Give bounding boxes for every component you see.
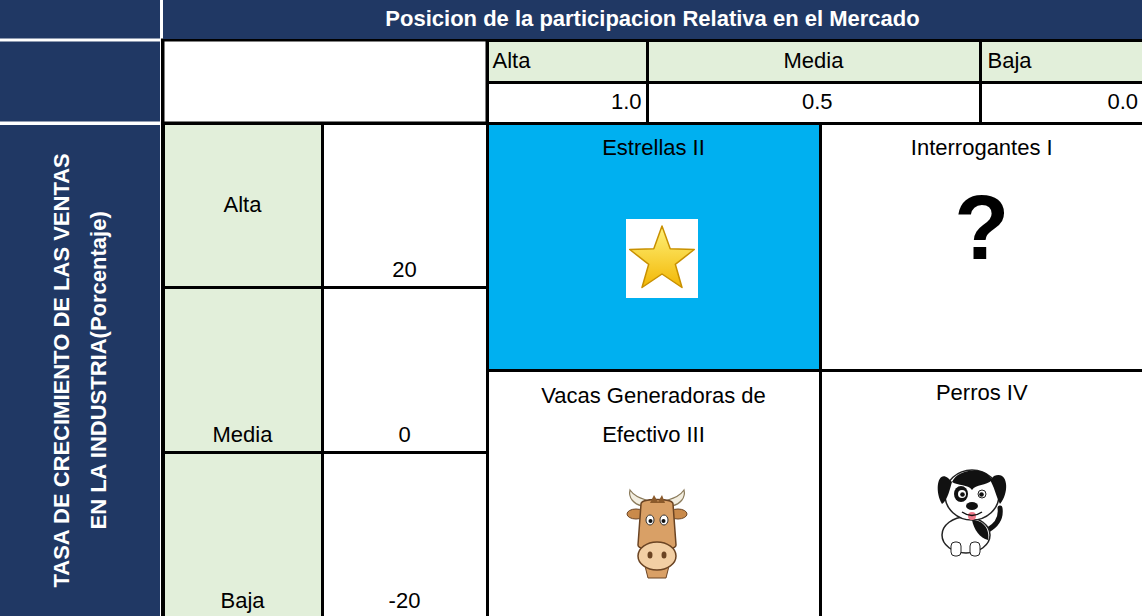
scale-value-cell: 0.0 xyxy=(982,84,1142,122)
quadrant-box: Interrogantes I? xyxy=(822,125,1142,369)
scale-value: 0.5 xyxy=(802,89,833,115)
scale-value-cell: -20 xyxy=(324,454,486,616)
scale-value: 1.0 xyxy=(611,89,642,115)
dog-tongue xyxy=(968,512,976,520)
cow-ear xyxy=(627,509,645,519)
dog-patch xyxy=(972,520,988,540)
cow-eye xyxy=(660,515,668,525)
axis-title-band: Posicion de la participacion Relativa en… xyxy=(163,0,1142,39)
quadrant-box: Estrellas II xyxy=(489,125,819,369)
cow-neck xyxy=(645,566,669,578)
scale-value: 0.0 xyxy=(1107,89,1138,115)
axis-level-cell: Baja xyxy=(982,42,1142,81)
dog-nose xyxy=(966,502,978,510)
dog-leg xyxy=(951,542,961,556)
cow-muzzle xyxy=(638,542,676,570)
quadrant-box: Perros IV xyxy=(822,372,1142,616)
corner-cell xyxy=(0,0,160,39)
cow-horn xyxy=(630,490,646,506)
level-label: Baja xyxy=(220,588,264,614)
star-icon xyxy=(626,219,698,298)
corner-cell xyxy=(0,42,160,122)
level-label: Media xyxy=(784,48,844,74)
cow-eye xyxy=(646,515,654,525)
cow-head xyxy=(638,500,676,551)
question-mark: ? xyxy=(954,183,1009,273)
cow-pupil xyxy=(662,519,666,523)
axis-level-cell: Baja xyxy=(165,454,321,616)
cow-nostril xyxy=(648,552,653,559)
axis-title: Posicion de la participacion Relativa en… xyxy=(385,6,919,32)
level-label: Alta xyxy=(493,48,531,74)
axis-level-cell: Media xyxy=(649,42,979,81)
quadrant-title: Interrogantes I xyxy=(911,135,1053,161)
cow-pupil xyxy=(649,519,653,523)
dog-ear xyxy=(938,476,952,504)
cow-horn xyxy=(668,490,684,506)
level-label: Media xyxy=(213,422,273,448)
dog-eye-patch xyxy=(954,486,968,502)
dog-body xyxy=(942,517,990,553)
scale-value: 20 xyxy=(392,257,416,283)
empty-cell xyxy=(165,42,486,122)
dog-ear xyxy=(990,475,1006,504)
cow-tuft xyxy=(650,495,665,503)
scale-value: 0 xyxy=(398,422,410,448)
cow-ear xyxy=(669,509,687,519)
scale-value-cell: 0 xyxy=(324,289,486,451)
cow-nostril xyxy=(662,552,667,559)
axis-level-cell: Alta xyxy=(165,125,321,286)
dog-head xyxy=(945,470,999,520)
scale-value-cell: 0.5 xyxy=(649,84,979,122)
axis-level-cell: Media xyxy=(165,289,321,451)
quadrant-title: Vacas Generadoras de Efectivo III xyxy=(509,376,799,455)
level-label: Alta xyxy=(224,192,262,218)
dog-eye xyxy=(958,490,966,498)
level-label: Baja xyxy=(988,48,1032,74)
dog-pupil xyxy=(979,492,984,497)
dog-tail xyxy=(988,508,1000,530)
cow-icon xyxy=(627,490,687,578)
scale-value-cell: 1.0 xyxy=(489,84,646,122)
axis-title: TASA DE CRECIMIENTO DE LAS VENTAS EN LA … xyxy=(43,150,118,590)
quadrant-title: Estrellas II xyxy=(602,135,705,161)
dog-leg xyxy=(970,542,980,556)
dog-cap xyxy=(952,470,992,490)
quadrant-box: Vacas Generadoras de Efectivo III xyxy=(489,372,819,616)
dog-mouth xyxy=(962,512,982,516)
dog-eye xyxy=(978,490,986,498)
dog-icon xyxy=(938,470,1007,556)
grid-lines xyxy=(161,39,1142,616)
star-shape xyxy=(630,226,695,288)
scale-value-cell: 20 xyxy=(324,125,486,286)
axis-title-band: TASA DE CRECIMIENTO DE LAS VENTAS EN LA … xyxy=(0,125,160,616)
axis-level-cell: Alta xyxy=(489,42,646,81)
scale-value: -20 xyxy=(389,588,421,614)
dog-pupil xyxy=(960,492,965,497)
icon-ground xyxy=(626,219,698,298)
quadrant-title: Perros IV xyxy=(936,380,1028,406)
